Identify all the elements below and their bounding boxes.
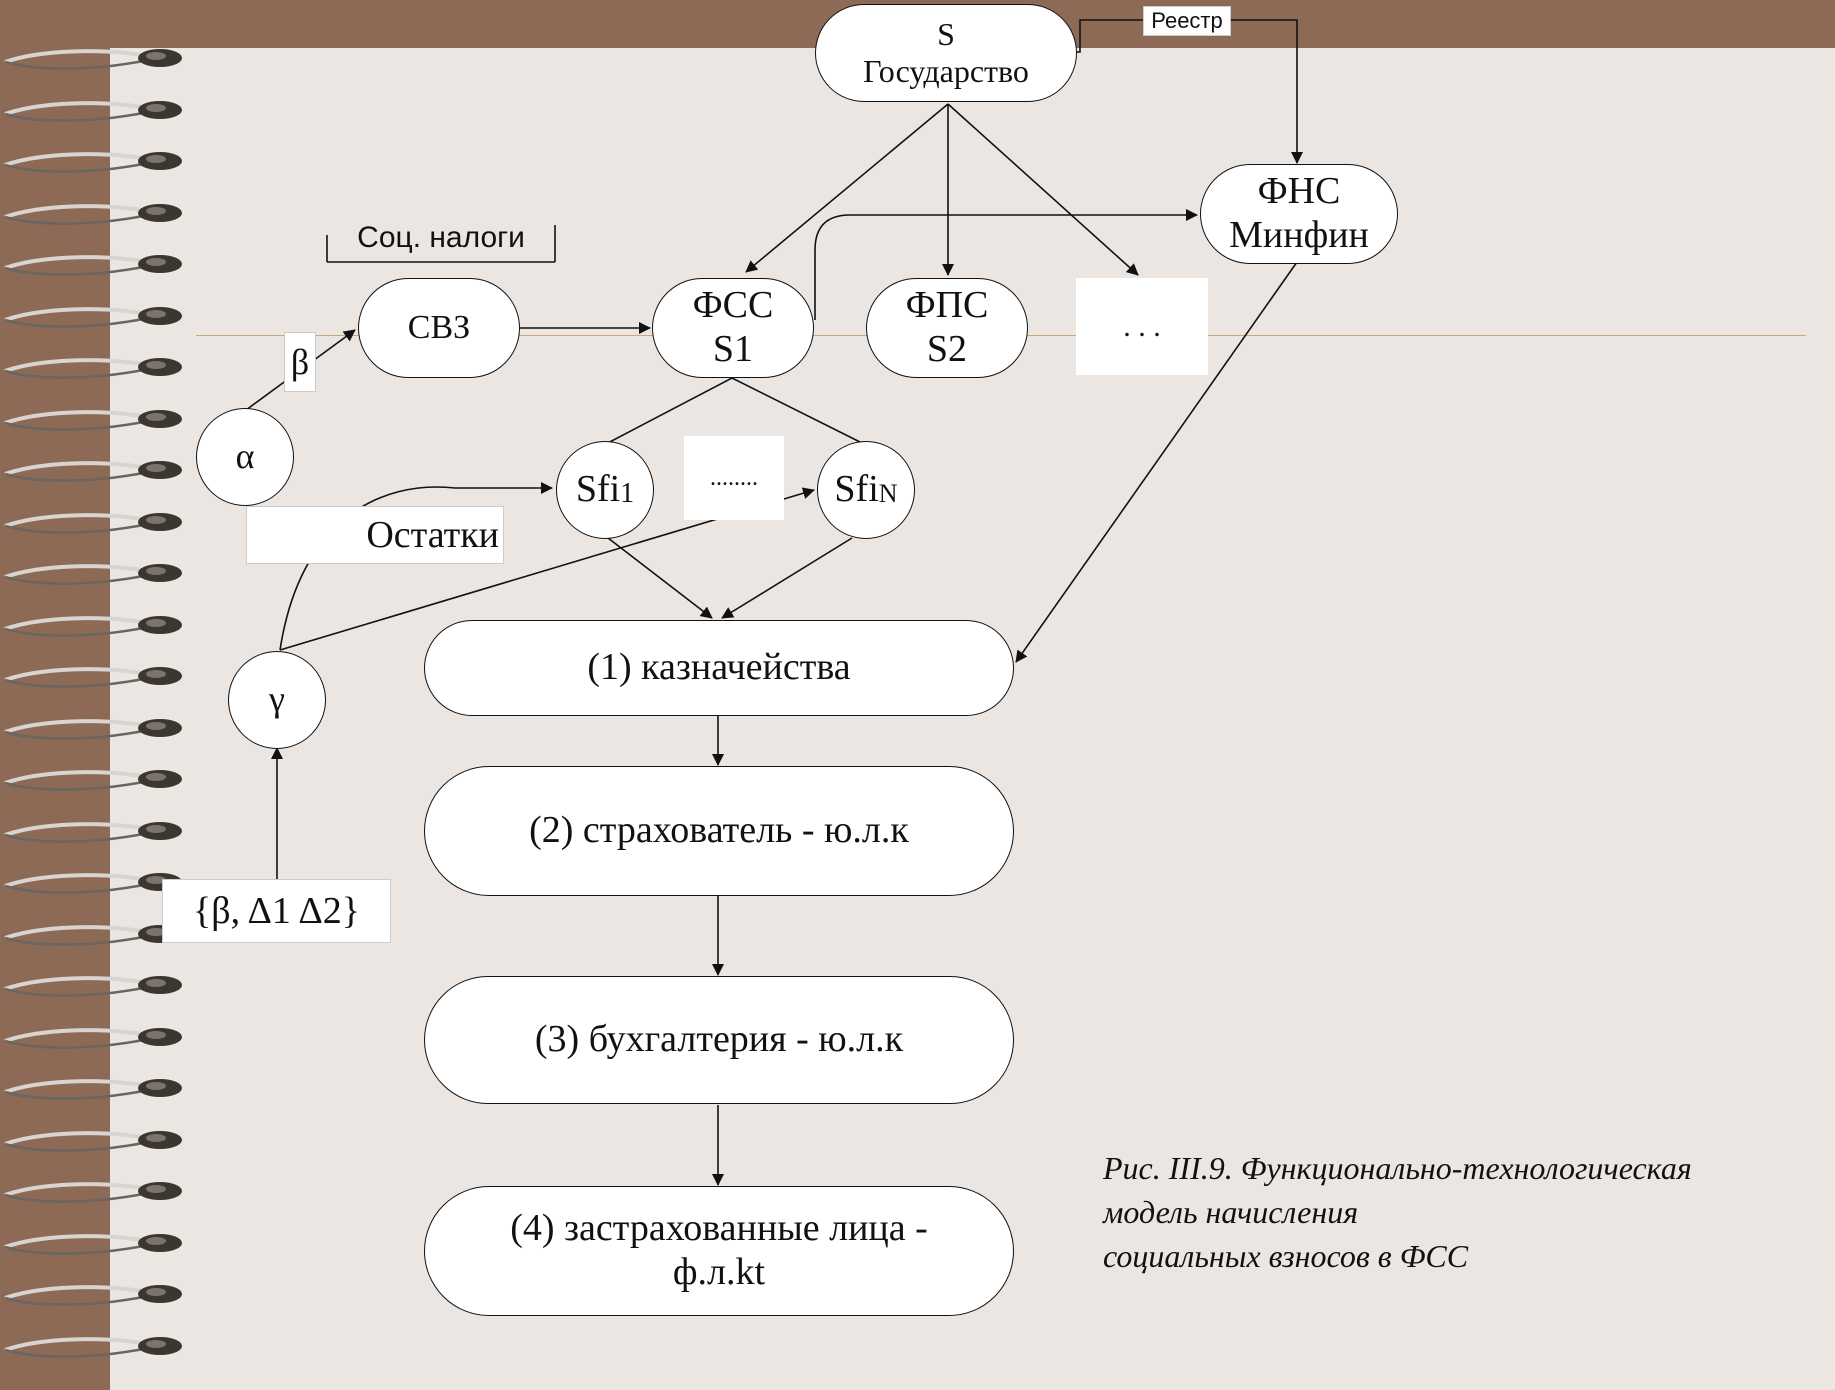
node-insured[interactable]: (4) застрахованные лица - ф.л.kt: [424, 1186, 1014, 1316]
node-svz[interactable]: СВЗ: [358, 278, 520, 378]
node-fps[interactable]: ФПС S2: [866, 278, 1028, 378]
registry-label: Реестр: [1143, 6, 1231, 36]
spiral-ring: [4, 512, 182, 534]
spiral-ring: [4, 1130, 182, 1152]
edge-state-more: [947, 103, 1139, 276]
spiral-ring: [4, 306, 182, 328]
spiral-ring: [4, 358, 182, 379]
node-gamma[interactable]: γ: [228, 651, 326, 749]
spiral-ring: [4, 461, 182, 482]
node-treasury[interactable]: (1) казначейства: [424, 620, 1014, 716]
node-sfi-1-base: Sfi: [575, 468, 621, 511]
node-more-funds[interactable]: . . .: [1076, 278, 1208, 375]
node-sfi-n-base: Sfi: [834, 468, 879, 511]
node-sfi-n-sub: N: [878, 479, 898, 509]
beta-label: β: [284, 332, 316, 392]
edge-state-registry-fns: [1075, 19, 1303, 164]
spiral-ring: [4, 203, 182, 225]
spiral-ring: [4, 1182, 182, 1203]
node-fns[interactable]: ФНС Минфин: [1200, 164, 1398, 264]
spiral-ring: [4, 615, 182, 637]
node-insured-line2: ф.л.kt: [672, 1251, 766, 1293]
figure-caption: Рис. III.9. Функционально-технологическа…: [1103, 1146, 1803, 1278]
node-fns-line1: ФНС: [1257, 170, 1341, 213]
spiral-ring: [4, 564, 182, 585]
node-insurer[interactable]: (2) страхователь - ю.л.к: [424, 766, 1014, 896]
node-fss[interactable]: ФСС S1: [652, 278, 814, 378]
node-fss-line2: S1: [712, 328, 754, 370]
node-state-line2: Государство: [863, 53, 1029, 89]
spiral-ring: [4, 1079, 182, 1100]
node-alpha[interactable]: α: [196, 408, 294, 506]
node-state-line1: S: [937, 16, 955, 53]
edge-sfi1-treasury: [607, 537, 713, 619]
spiral-ring: [4, 1027, 182, 1049]
spiral-ring: [4, 976, 182, 997]
edge-sfin-treasury: [721, 537, 853, 619]
spiral-ring: [4, 100, 182, 122]
edge-fss-fns: [814, 209, 1198, 320]
spiral-ring: [4, 1336, 182, 1358]
spiral-ring: [4, 667, 182, 688]
edge-fns-treasury: [1015, 261, 1298, 663]
spiral-ring: [4, 152, 182, 173]
edge-fss-sfi1: [603, 377, 733, 446]
spiral-ring: [4, 255, 182, 276]
edge-fss-sfin: [731, 377, 867, 446]
caption-line1: Рис. III.9. Функционально-технологическа…: [1103, 1150, 1692, 1186]
spiral-ring: [4, 821, 182, 843]
spiral-ring: [4, 1233, 182, 1255]
spiral-ring: [4, 409, 182, 431]
spiral-ring: [4, 1285, 182, 1306]
edge-state-fss: [745, 103, 949, 273]
node-sfi-1-sub: 1: [620, 477, 635, 509]
node-state[interactable]: S Государство: [815, 4, 1077, 102]
spiral-ring: [4, 718, 182, 740]
node-fps-line1: ФПС: [905, 284, 989, 327]
caption-line2: модель начисления: [1103, 1194, 1359, 1230]
params-label: {β, Δ1 Δ2}: [162, 879, 391, 943]
spiral-ring: [4, 770, 182, 791]
node-fps-line2: S2: [926, 328, 968, 370]
caption-line3: социальных взносов в ФСС: [1103, 1238, 1469, 1274]
soc-taxes-label: Соц. налоги: [357, 221, 525, 254]
sfi-dots: ........: [684, 436, 784, 520]
notebook-paper: [110, 48, 1835, 1390]
edge-gamma-sfi1: [279, 482, 553, 651]
node-accounting[interactable]: (3) бухгалтерия - ю.л.к: [424, 976, 1014, 1104]
node-fss-line1: ФСС: [692, 284, 774, 327]
node-fns-line2: Минфин: [1229, 214, 1369, 256]
node-svz-label: СВЗ: [407, 309, 471, 347]
remainders-label: Остатки: [246, 506, 504, 564]
node-insured-line1: (4) застрахованные лица -: [510, 1207, 928, 1250]
spiral-ring: [4, 49, 182, 70]
